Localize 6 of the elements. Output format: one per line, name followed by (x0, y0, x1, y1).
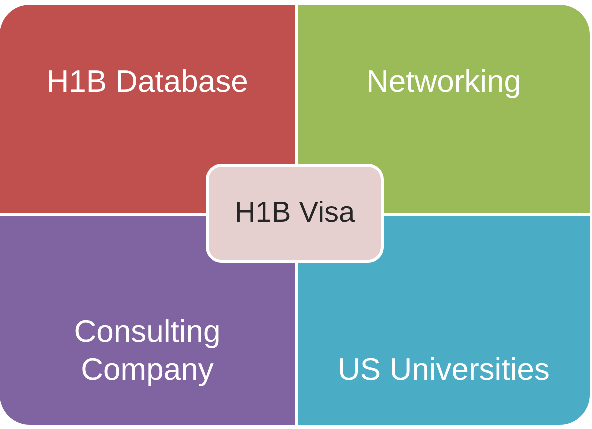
panel-label: Networking (366, 63, 522, 101)
panel-label: US Universities (338, 351, 550, 389)
panel-label: Consulting Company (73, 313, 222, 389)
center-label: H1B Visa (234, 197, 356, 230)
center-box (206, 164, 384, 263)
panel-label: H1B Database (46, 63, 248, 101)
